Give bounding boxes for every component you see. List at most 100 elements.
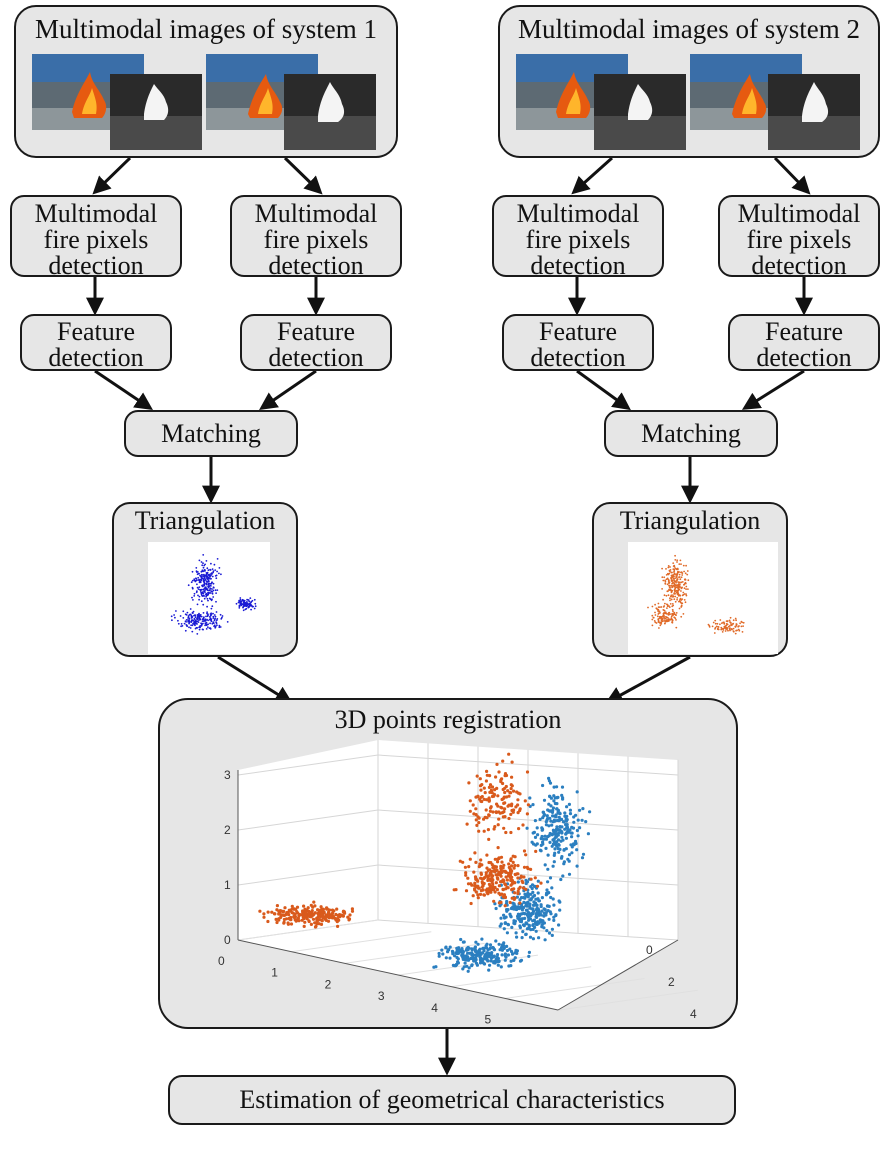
registration-point-system1	[559, 877, 563, 882]
registration-point-system1	[509, 949, 514, 954]
registration-point-system2	[477, 865, 481, 869]
registration-point-system1	[486, 948, 490, 952]
system2-cloud-point	[719, 619, 722, 621]
system2-cloud-point	[669, 586, 671, 588]
registration-point-system1	[478, 961, 483, 965]
registration-box: 3D points registration 01230123456024	[158, 698, 738, 1029]
system2-cloud-point	[669, 603, 672, 605]
system2-cloud-point	[680, 615, 683, 618]
registration-point-system2	[330, 916, 334, 920]
registration-point-system2	[516, 811, 520, 815]
registration-point-system2	[336, 913, 340, 918]
registration-point-system1	[581, 852, 586, 856]
registration-point-system2	[266, 919, 270, 924]
registration-point-system2	[496, 846, 500, 850]
registration-point-system1	[567, 859, 571, 863]
registration-point-system2	[473, 875, 478, 879]
system1-cloud-point	[200, 615, 203, 618]
system1-cloud-point	[206, 611, 208, 614]
registration-point-system1	[502, 941, 506, 945]
system2-cloud-point	[674, 595, 677, 598]
registration-point-system2	[500, 811, 505, 815]
registration-point-system1	[542, 798, 547, 802]
registration-point-system1	[560, 835, 564, 839]
registration-point-system1	[476, 942, 480, 946]
registration-point-system1	[499, 916, 503, 920]
registration-point-system1	[555, 785, 559, 789]
system2-cloud-point	[683, 587, 686, 590]
registration-point-system2	[497, 810, 501, 814]
system2-cloud-point	[678, 573, 681, 576]
system1-cloud-point	[249, 603, 252, 606]
registration-point-system2	[471, 894, 475, 898]
registration-point-system1	[548, 876, 553, 880]
system2-cloud-point	[669, 566, 671, 568]
registration-point-system1	[531, 927, 535, 931]
system2-cloud-point	[663, 615, 665, 618]
system2-cloud-point	[658, 612, 660, 615]
system2-cloud-point	[676, 598, 678, 601]
system1-cloud-point	[219, 613, 222, 616]
system2-cloud-point	[654, 603, 656, 606]
system1-triangulation-label: Triangulation	[134, 506, 276, 535]
system1-cloud-point	[188, 622, 190, 625]
grid-line	[237, 809, 379, 831]
registration-point-system2	[466, 882, 471, 886]
system2-cloud-point	[671, 603, 674, 605]
system2-cloud-point	[678, 607, 681, 610]
system1-cloud-point	[194, 614, 197, 617]
registration-point-system1	[551, 838, 555, 842]
system2-triangulation-label: Triangulation	[619, 506, 761, 535]
registration-point-system2	[304, 912, 308, 917]
system2-cloud-point	[686, 573, 689, 576]
registration-point-system2	[325, 906, 329, 910]
system2-cloud-point	[670, 577, 673, 579]
system2-cloud-point	[670, 594, 673, 597]
registration-point-system2	[506, 789, 510, 793]
system1-cloud-point	[211, 568, 214, 570]
z-tick-label: 3	[224, 768, 231, 782]
system2-cloud-point	[742, 625, 744, 627]
system2-cloud-point	[682, 564, 685, 567]
registration-point-system1	[565, 823, 569, 827]
registration-point-system1	[540, 826, 544, 830]
registration-point-system1	[586, 832, 590, 836]
registration-point-system1	[550, 844, 554, 848]
registration-point-system2	[464, 873, 468, 877]
registration-point-system2	[509, 871, 513, 875]
system2-cloud-point	[729, 621, 732, 624]
system2-cloud-point	[675, 589, 678, 592]
registration-point-system1	[481, 946, 485, 950]
system2-cloud-point	[662, 598, 664, 601]
registration-point-system2	[504, 830, 508, 835]
system2-cloud-point	[673, 584, 675, 587]
system1-cloud-point	[211, 588, 213, 590]
system2-cloud-point	[678, 571, 680, 573]
registration-point-system2	[503, 790, 507, 795]
registration-point-system2	[474, 807, 478, 811]
system1-cloud-point	[191, 587, 194, 590]
registration-point-system1	[510, 952, 515, 956]
system1-cloud-point	[207, 579, 210, 582]
registration-point-system1	[561, 797, 565, 801]
registration-point-system1	[562, 848, 566, 852]
registration-point-system1	[547, 824, 551, 828]
registration-point-system2	[283, 906, 287, 910]
system1-cloud-point	[249, 597, 252, 599]
system1-cloud-point	[191, 630, 194, 633]
system1-cloud-point	[203, 620, 205, 623]
registration-point-system2	[485, 853, 489, 857]
system2-cloud-point	[651, 618, 654, 621]
system1-cloud-point	[205, 583, 208, 586]
registration-point-system1	[512, 958, 516, 962]
system1-cloud-point	[214, 625, 217, 628]
registration-point-system1	[539, 904, 543, 909]
system1-cloud-point	[210, 607, 213, 610]
system2-cloud-point	[675, 576, 678, 579]
registration-point-system2	[517, 887, 521, 891]
system2-pointcloud-bg	[628, 542, 778, 654]
registration-point-system2	[302, 904, 306, 908]
registration-point-system2	[502, 863, 506, 867]
registration-point-system2	[487, 837, 491, 841]
system2-cloud-point	[673, 572, 676, 575]
